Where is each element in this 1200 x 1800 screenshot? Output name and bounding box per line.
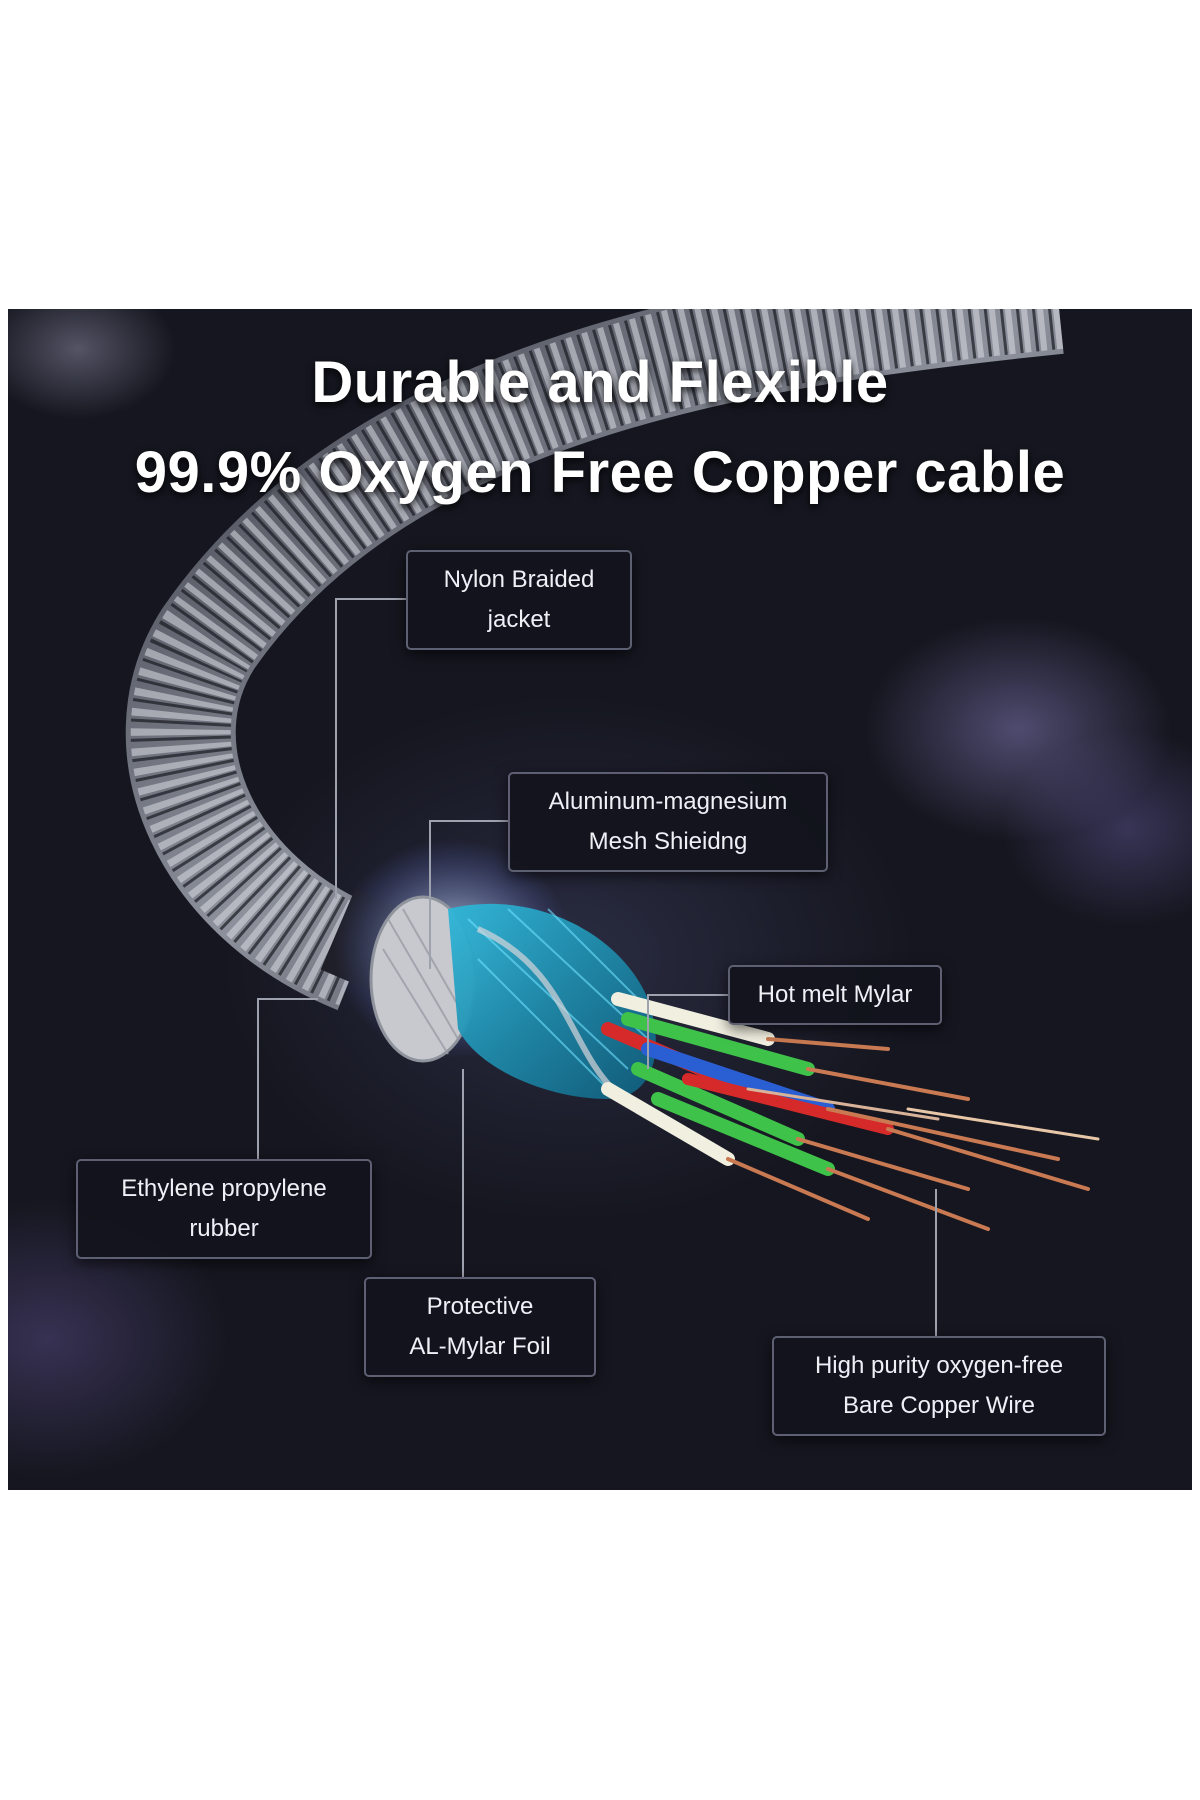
callout-hot-melt-mylar: Hot melt Mylar	[728, 965, 942, 1025]
callout-label: jacket	[487, 606, 551, 633]
callout-label: Bare Copper Wire	[842, 1392, 1036, 1419]
headline-line-2: 99.9% Oxygen Free Copper cable	[134, 440, 1066, 505]
callout-label: High purity oxygen-free	[814, 1352, 1064, 1379]
braided-jacket-texture	[130, 309, 1064, 1006]
callout-label: AL-Mylar Foil	[409, 1333, 551, 1360]
callout-ethylene-propylene-rubber: Ethylene propylene rubber	[76, 1159, 372, 1259]
callout-protective-al-mylar-foil: Protective AL-Mylar Foil	[364, 1277, 596, 1377]
callout-label: Hot melt Mylar	[757, 981, 913, 1008]
callout-label: Mesh Shieidng	[588, 828, 748, 855]
callout-label: Aluminum-magnesium	[548, 788, 788, 815]
callout-nylon-braided-jacket: Nylon Braided jacket	[406, 550, 632, 650]
callout-label: Nylon Braided	[443, 566, 595, 593]
callout-label: Ethylene propylene	[121, 1175, 327, 1202]
cable-cross-section-illustration	[125, 309, 1100, 1336]
callout-label: Protective	[426, 1293, 534, 1320]
headline-line-1: Durable and Flexible	[311, 350, 889, 415]
callout-bare-copper-wire: High purity oxygen-free Bare Copper Wire	[772, 1336, 1106, 1436]
callout-aluminum-magnesium-mesh: Aluminum-magnesium Mesh Shieidng	[508, 772, 828, 872]
callout-label: rubber	[189, 1215, 259, 1242]
copper-wire-bundle	[601, 992, 1100, 1231]
product-illustration-panel: Durable and Flexible 99.9% Oxygen Free C…	[8, 309, 1192, 1490]
shield-mesh-layer	[448, 903, 656, 1099]
callout-leader-lines	[257, 598, 937, 1336]
